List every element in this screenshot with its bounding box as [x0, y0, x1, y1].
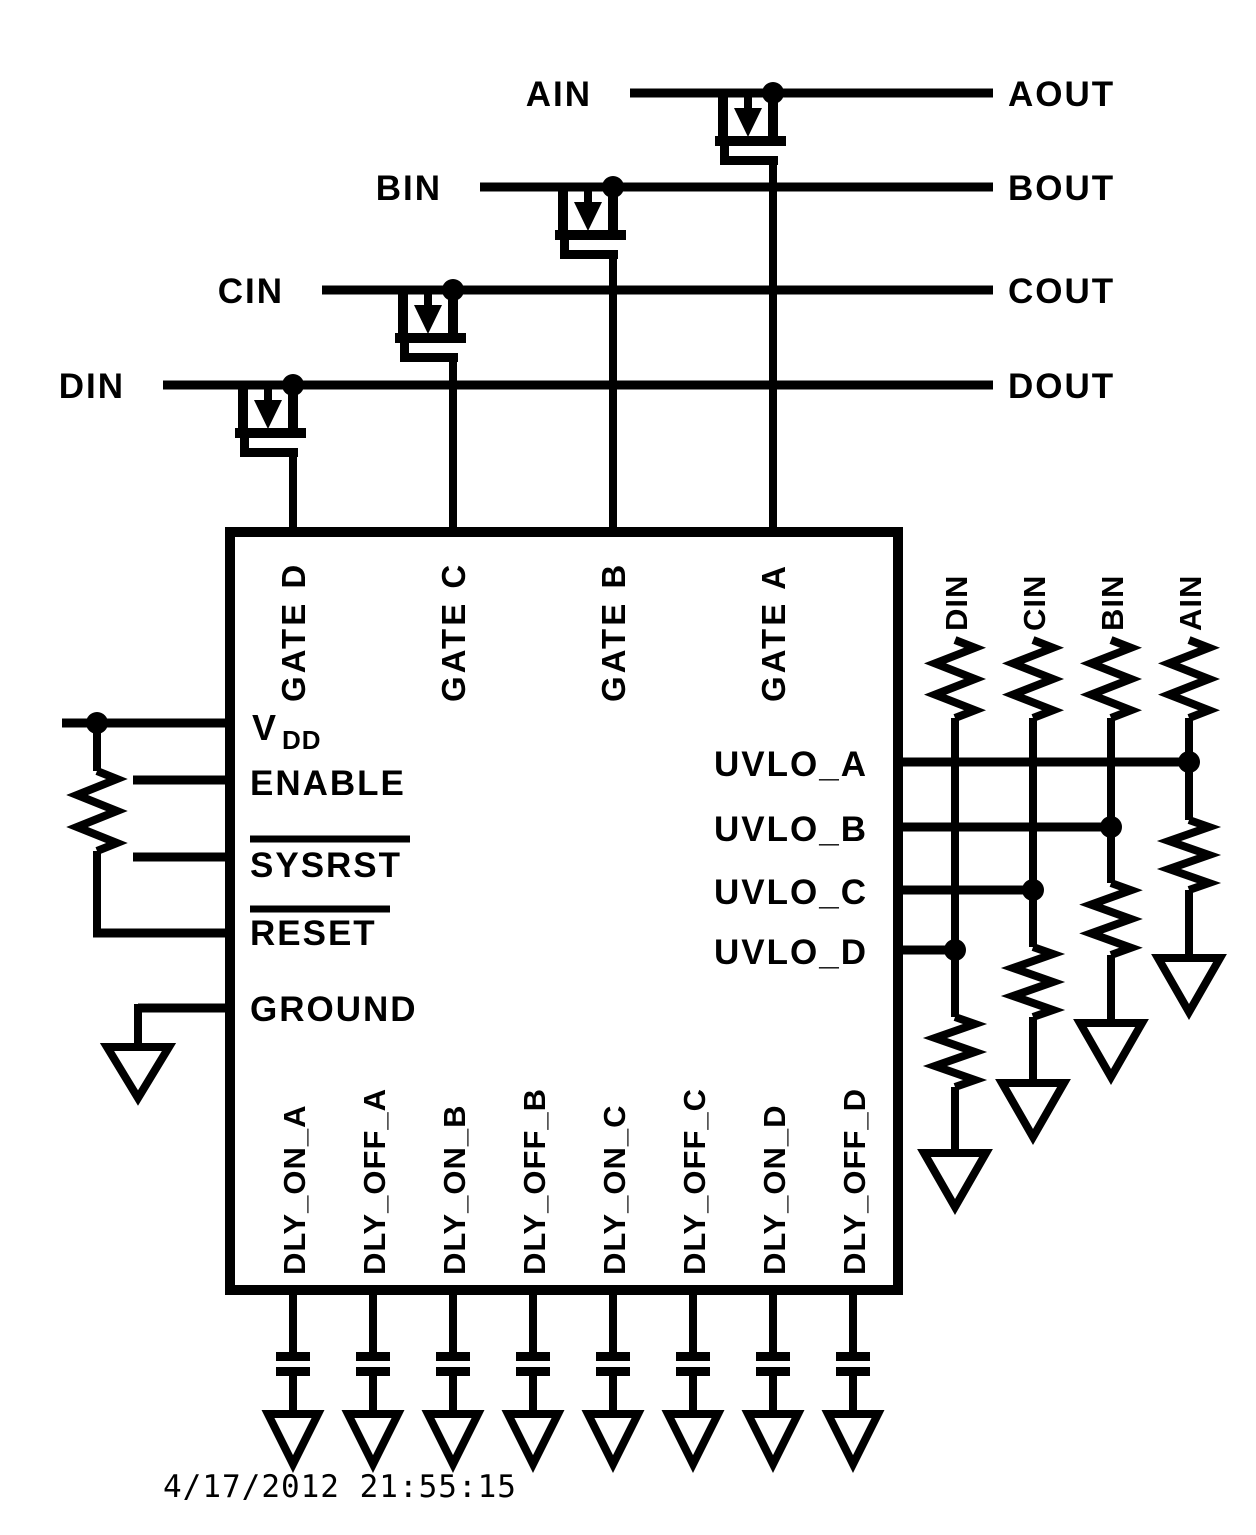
- ground-icon: [421, 1410, 485, 1473]
- mosfet-gate-step: [240, 438, 249, 449]
- schematic-wiring: [62, 82, 1227, 1473]
- capacitor-plate: [836, 1367, 870, 1376]
- capacitor-plate: [836, 1352, 870, 1361]
- ground-icon: [1151, 954, 1227, 1021]
- capacitor-plate: [596, 1352, 630, 1361]
- mosfet-gate-step: [560, 240, 569, 251]
- pin-label-dly-on-b: DLY_ON_B: [437, 1104, 472, 1275]
- junction-dot: [762, 82, 784, 104]
- pin-label-enable: ENABLE: [250, 764, 406, 803]
- pin-label-dly-off-a: DLY_OFF_A: [357, 1088, 392, 1275]
- resistor: [1157, 636, 1221, 722]
- junction-dot: [442, 279, 464, 301]
- junction-dot: [602, 176, 624, 198]
- resistor: [66, 767, 128, 855]
- mosfet-gate-step: [400, 343, 409, 354]
- resistor: [923, 636, 987, 722]
- capacitor-plate: [516, 1352, 550, 1361]
- pin-label-gate-a: GATE A: [755, 563, 792, 702]
- net-label-cout: COUT: [1008, 272, 1115, 311]
- capacitor-plate: [276, 1352, 310, 1361]
- ground-icon: [741, 1410, 805, 1473]
- mosfet-gate-bar: [720, 156, 778, 165]
- mosfet-channel: [555, 230, 626, 240]
- pin-label-dly-on-a: DLY_ON_A: [277, 1104, 312, 1275]
- mosfet-arrow-icon: [414, 305, 442, 334]
- net-label-ain: AIN: [526, 75, 592, 114]
- pin-label-uvlo-c: UVLO_C: [714, 873, 868, 912]
- capacitor-plate: [356, 1367, 390, 1376]
- capacitor-plate: [436, 1367, 470, 1376]
- mosfet-channel: [235, 428, 306, 438]
- capacitor-plate: [676, 1352, 710, 1361]
- ground-icon: [1073, 1019, 1149, 1086]
- mosfet-gate-bar: [400, 353, 458, 362]
- ground-icon: [581, 1410, 645, 1473]
- mosfet-channel: [395, 333, 466, 343]
- pin-label-gate-c: GATE C: [435, 562, 472, 702]
- pin-label-dly-off-d: DLY_OFF_D: [837, 1088, 872, 1275]
- pin-label-vdd-subscript: DD: [282, 725, 322, 755]
- mosfet-arrow-icon: [734, 108, 762, 137]
- pin-label-dly-off-b: DLY_OFF_B: [517, 1088, 552, 1275]
- net-label-aout: AOUT: [1008, 75, 1115, 114]
- ground-icon: [821, 1410, 885, 1473]
- pullup-label-din: DIN: [939, 575, 974, 631]
- mosfet-arrow-icon: [574, 202, 602, 231]
- pin-label-gate-d: GATE D: [275, 562, 312, 702]
- resistor: [1079, 636, 1143, 722]
- chip-outline: [225, 527, 903, 1295]
- resistor: [1079, 879, 1143, 959]
- resistor: [1001, 636, 1065, 722]
- net-label-bout: BOUT: [1008, 169, 1115, 208]
- pullup-label-bin: BIN: [1095, 575, 1130, 631]
- capacitor-plate: [516, 1367, 550, 1376]
- pullup-label-ain: AIN: [1173, 575, 1208, 631]
- pin-label-uvlo-b: UVLO_B: [714, 810, 868, 849]
- pullup-label-cin: CIN: [1017, 575, 1052, 631]
- pin-label-sysrst: SYSRST: [250, 846, 402, 885]
- capacitor-plate: [676, 1367, 710, 1376]
- resistor: [922, 1013, 988, 1091]
- ground-icon: [501, 1410, 565, 1473]
- ground-icon: [99, 1043, 177, 1106]
- capacitor-plate: [756, 1367, 790, 1376]
- resistor: [1156, 816, 1222, 894]
- capacitor-plate: [756, 1352, 790, 1361]
- pin-label-uvlo-d: UVLO_D: [714, 933, 868, 972]
- mosfet-gate-step: [720, 146, 729, 157]
- pin-label-uvlo-a: UVLO_A: [714, 745, 868, 784]
- net-label-dout: DOUT: [1008, 367, 1115, 406]
- ground-icon: [261, 1410, 325, 1473]
- pin-label-dly-off-c: DLY_OFF_C: [677, 1088, 712, 1275]
- net-label-bin: BIN: [376, 169, 442, 208]
- timestamp: 4/17/2012 21:55:15: [163, 1469, 517, 1505]
- mosfet-gate-bar: [560, 250, 618, 259]
- capacitor-plate: [596, 1367, 630, 1376]
- pin-label-vdd: V: [252, 707, 277, 748]
- ground-icon: [917, 1149, 993, 1216]
- capacitor-plate: [356, 1352, 390, 1361]
- mosfet-arrow-icon: [254, 400, 282, 429]
- pin-label-gate-b: GATE B: [595, 562, 632, 702]
- ground-icon: [995, 1079, 1071, 1146]
- net-label-din: DIN: [59, 367, 125, 406]
- ground-icon: [661, 1410, 725, 1473]
- capacitor-plate: [276, 1367, 310, 1376]
- mosfet-gate-bar: [240, 448, 298, 457]
- capacitor-plate: [436, 1352, 470, 1361]
- net-label-cin: CIN: [218, 272, 284, 311]
- mosfet-channel: [715, 136, 786, 146]
- pin-label-dly-on-d: DLY_ON_D: [757, 1104, 792, 1275]
- pin-label-dly-on-c: DLY_ON_C: [597, 1104, 632, 1275]
- junction-dot: [282, 374, 304, 396]
- resistor: [1000, 943, 1066, 1021]
- ground-icon: [341, 1410, 405, 1473]
- pin-label-ground: GROUND: [250, 990, 418, 1029]
- pin-label-reset: RESET: [250, 914, 377, 953]
